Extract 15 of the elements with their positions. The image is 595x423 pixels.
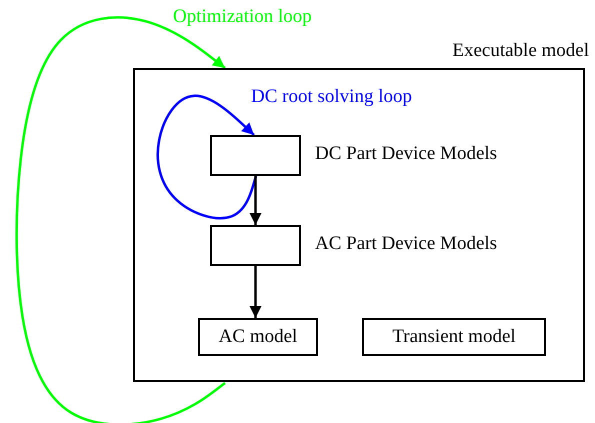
model-box	[362, 318, 546, 356]
arrow	[250, 266, 262, 318]
device-box	[210, 135, 301, 176]
box-caption: AC Part Device Models	[315, 233, 498, 255]
model-box	[198, 318, 318, 356]
arrow	[15, 16, 226, 423]
box-caption: DC Part Device Models	[315, 143, 498, 165]
box-label: AC model	[218, 326, 298, 348]
container-title: Executable model	[452, 40, 589, 62]
device-box	[210, 225, 301, 266]
box-label: Transient model	[392, 326, 516, 348]
edge-label: Optimization loop	[172, 6, 313, 28]
arrow	[250, 176, 262, 225]
edge-label: DC root solving loop	[250, 86, 413, 108]
arrow	[156, 94, 258, 220]
